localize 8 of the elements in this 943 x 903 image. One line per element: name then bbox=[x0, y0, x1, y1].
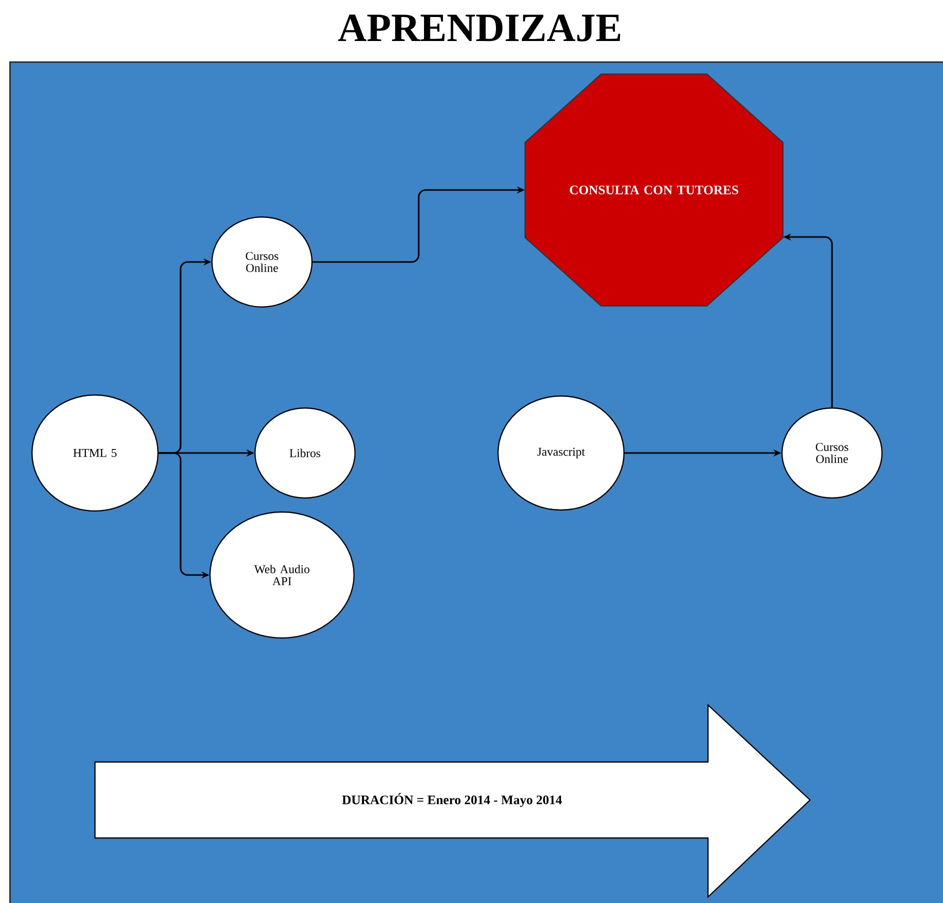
ellipse-node: Cursos Online bbox=[211, 216, 313, 308]
octagon-node: CONSULTA CON TUTORES bbox=[524, 74, 784, 306]
ellipse-node: Libros bbox=[254, 407, 356, 499]
ellipse-node: Web Audio API bbox=[209, 511, 355, 639]
title: APRENDIZAJE bbox=[338, 14, 620, 42]
ellipse-node: HTML 5 bbox=[31, 394, 159, 512]
ellipse-node: Cursos Online bbox=[781, 407, 883, 499]
ellipse-node: Javascript bbox=[497, 395, 625, 511]
